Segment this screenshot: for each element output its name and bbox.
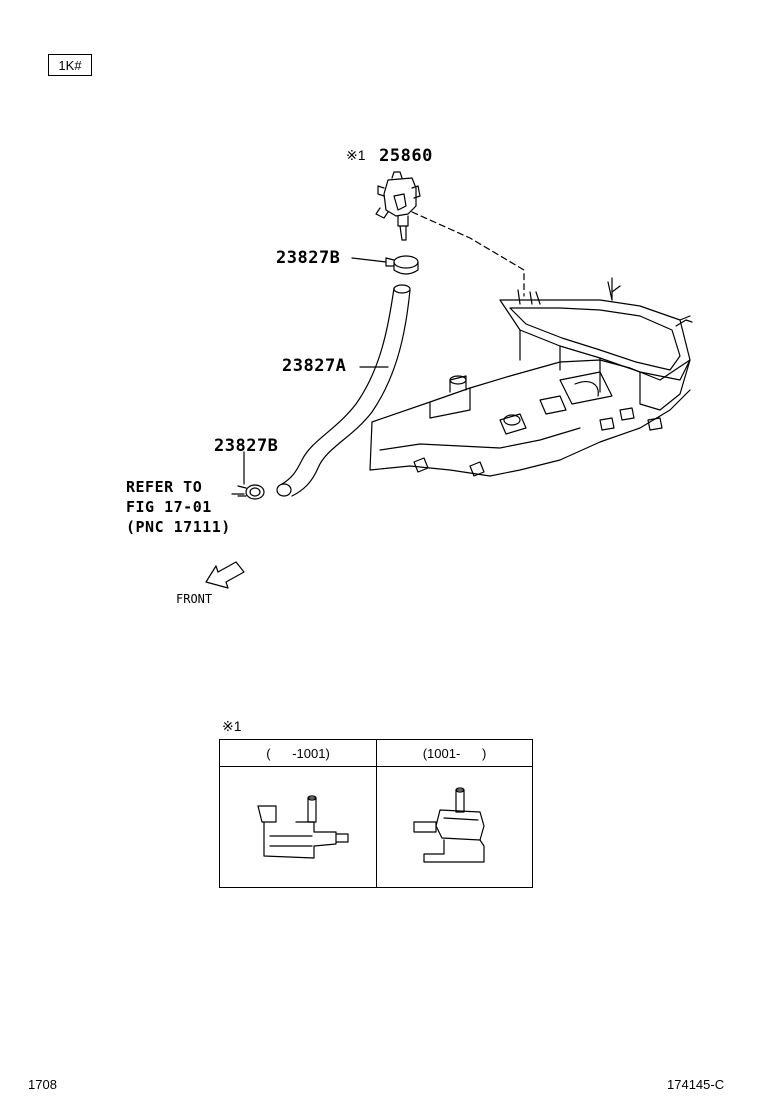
variant-column-2-cell	[376, 766, 533, 888]
model-code-badge: 1K#	[48, 54, 92, 76]
front-arrow-icon	[205, 561, 245, 589]
footer-left-code: 1708	[28, 1077, 57, 1092]
hose	[276, 284, 411, 497]
valve-footnote-mark: ※1	[346, 147, 366, 163]
upper-clip	[385, 255, 419, 275]
reference-note-line-3: (PNC 17111)	[126, 518, 231, 536]
hose-part-number: 23827A	[282, 356, 347, 376]
valve-variant-table: ( -1001) (1001- )	[219, 739, 533, 888]
cylinder-head-cover	[369, 359, 691, 477]
oil-pan-tray	[499, 277, 693, 411]
lower-clip	[237, 484, 265, 500]
valve-callout: ※1 25860	[346, 146, 433, 166]
reference-note-line-1: REFER TO	[126, 478, 203, 496]
clip-upper-part-number: 23827B	[276, 248, 341, 268]
footer-right-code: 174145-C	[667, 1077, 725, 1092]
front-direction-label: FRONT	[176, 592, 213, 606]
clip-lower-part-number: 23827B	[214, 436, 279, 456]
variant-column-1-cell	[219, 766, 377, 888]
valve-assembly	[375, 171, 421, 241]
reference-note-line-2: FIG 17-01	[126, 498, 212, 516]
valve-part-number: 25860	[379, 146, 433, 166]
footnote-mark: ※1	[222, 718, 242, 734]
variant-column-1-header: ( -1001)	[219, 739, 377, 767]
variant-column-2-header: (1001- )	[376, 739, 533, 767]
